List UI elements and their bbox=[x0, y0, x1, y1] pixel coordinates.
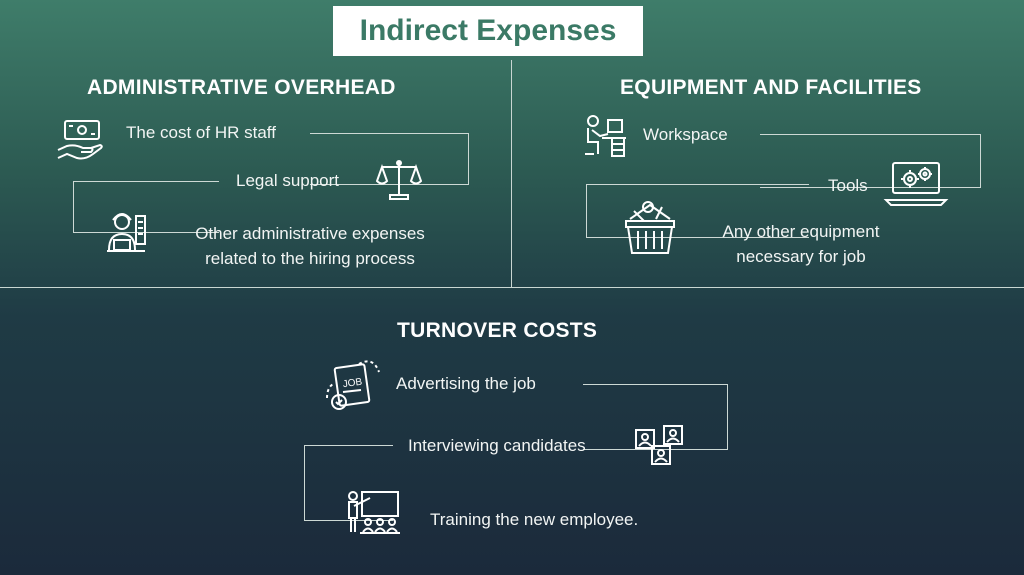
scales-icon bbox=[376, 157, 422, 203]
other-admin-line-1: Other administrative expenses bbox=[195, 224, 425, 243]
admin-heading: ADMINISTRATIVE OVERHEAD bbox=[87, 76, 396, 99]
training-class-icon bbox=[344, 488, 402, 536]
money-hand-icon bbox=[55, 118, 105, 164]
equipment-connector-2 bbox=[586, 184, 809, 238]
equipment-heading: EQUIPMENT AND FACILITIES bbox=[620, 76, 922, 99]
candidates-icon bbox=[634, 424, 688, 468]
equipment-connector-1 bbox=[760, 134, 981, 188]
tools-text: Tools bbox=[828, 176, 868, 195]
page-title: Indirect Expenses bbox=[359, 14, 617, 47]
other-equipment-line-2: necessary for job bbox=[736, 247, 866, 266]
turnover-heading: TURNOVER COSTS bbox=[397, 319, 598, 342]
interviewing-text: Interviewing candidates bbox=[408, 436, 586, 455]
turnover-connector-2 bbox=[304, 445, 393, 521]
legal-support-text: Legal support bbox=[236, 171, 340, 190]
turnover-connector-1 bbox=[583, 384, 728, 450]
horizontal-divider bbox=[0, 287, 1024, 288]
workspace-text: Workspace bbox=[643, 125, 728, 144]
advertising-text: Advertising the job bbox=[396, 374, 536, 393]
other-admin-text: Other administrative expenses related to… bbox=[150, 221, 470, 271]
desk-worker-icon bbox=[582, 114, 628, 158]
hr-staff-text: The cost of HR staff bbox=[126, 123, 276, 142]
other-admin-line-2: related to the hiring process bbox=[205, 249, 415, 268]
title-box: Indirect Expenses bbox=[333, 6, 643, 56]
job-icon-label: JOB bbox=[342, 377, 363, 391]
tool-basket-icon bbox=[622, 197, 678, 257]
laptop-gears-icon bbox=[883, 160, 949, 208]
office-worker-icon bbox=[105, 210, 147, 254]
other-equipment-text: Any other equipment necessary for job bbox=[676, 219, 926, 269]
job-document-icon: JOB bbox=[325, 358, 383, 414]
training-text: Training the new employee. bbox=[430, 510, 639, 529]
admin-connector-1 bbox=[310, 133, 469, 185]
other-equipment-line-1: Any other equipment bbox=[722, 222, 880, 241]
vertical-divider bbox=[511, 60, 512, 287]
